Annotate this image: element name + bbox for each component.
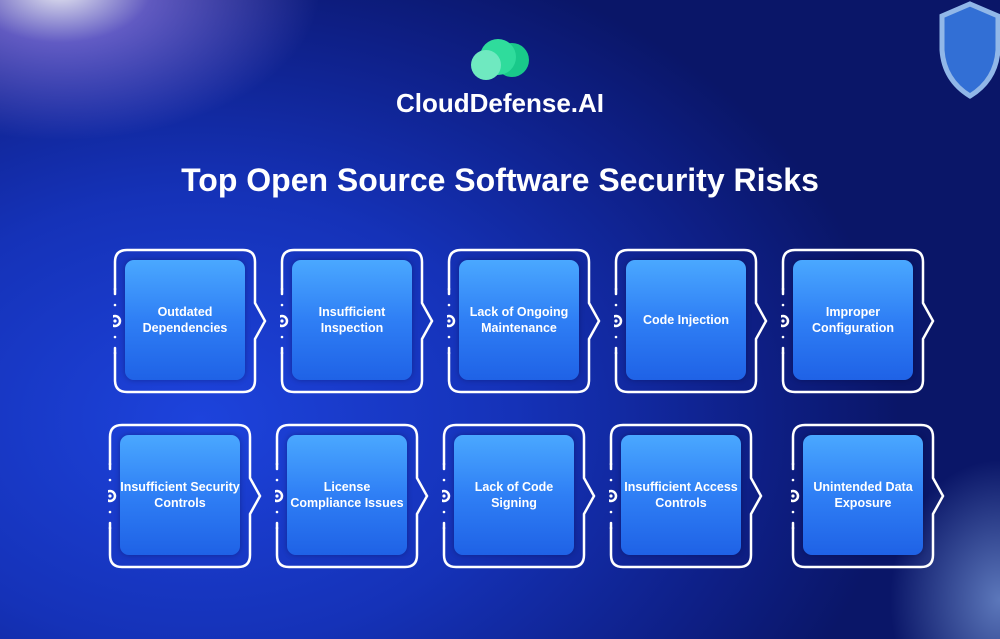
risk-label: Lack of Code Signing (454, 435, 574, 555)
card-frame (280, 248, 434, 394)
risk-label: Unintended Data Exposure (803, 435, 923, 555)
card-frame (781, 248, 935, 394)
logo (0, 38, 1000, 89)
card-frame (113, 248, 267, 394)
risk-label: License Compliance Issues (287, 435, 407, 555)
risk-card: Insufficient Security Controls (108, 423, 264, 569)
risk-label: Code Injection (626, 260, 746, 380)
card-frame (447, 248, 601, 394)
cloud-logo-icon (471, 39, 529, 80)
risk-card: Unintended Data Exposure (791, 423, 947, 569)
card-frame (275, 423, 429, 569)
risk-label: Insufficient Security Controls (120, 435, 240, 555)
shield-icon (939, 1, 1000, 99)
risk-label: Improper Configuration (793, 260, 913, 380)
card-frame (442, 423, 596, 569)
risk-card: License Compliance Issues (275, 423, 431, 569)
card-frame (108, 423, 262, 569)
risk-card: Insufficient Inspection (280, 248, 436, 394)
risk-label: Outdated Dependencies (125, 260, 245, 380)
risk-card: Improper Configuration (781, 248, 937, 394)
risk-card: Lack of Code Signing (442, 423, 598, 569)
risk-label: Lack of Ongoing Maintenance (459, 260, 579, 380)
risk-card: Insufficient Access Controls (609, 423, 765, 569)
card-frame (614, 248, 768, 394)
card-frame (609, 423, 763, 569)
brand-name: CloudDefense.AI (395, 88, 605, 118)
risk-card: Outdated Dependencies (113, 248, 269, 394)
risk-card: Lack of Ongoing Maintenance (447, 248, 603, 394)
risk-card: Code Injection (614, 248, 770, 394)
page-title: Top Open Source Software Security Risks (181, 162, 819, 198)
card-frame (791, 423, 945, 569)
risk-label: Insufficient Access Controls (621, 435, 741, 555)
risk-label: Insufficient Inspection (292, 260, 412, 380)
